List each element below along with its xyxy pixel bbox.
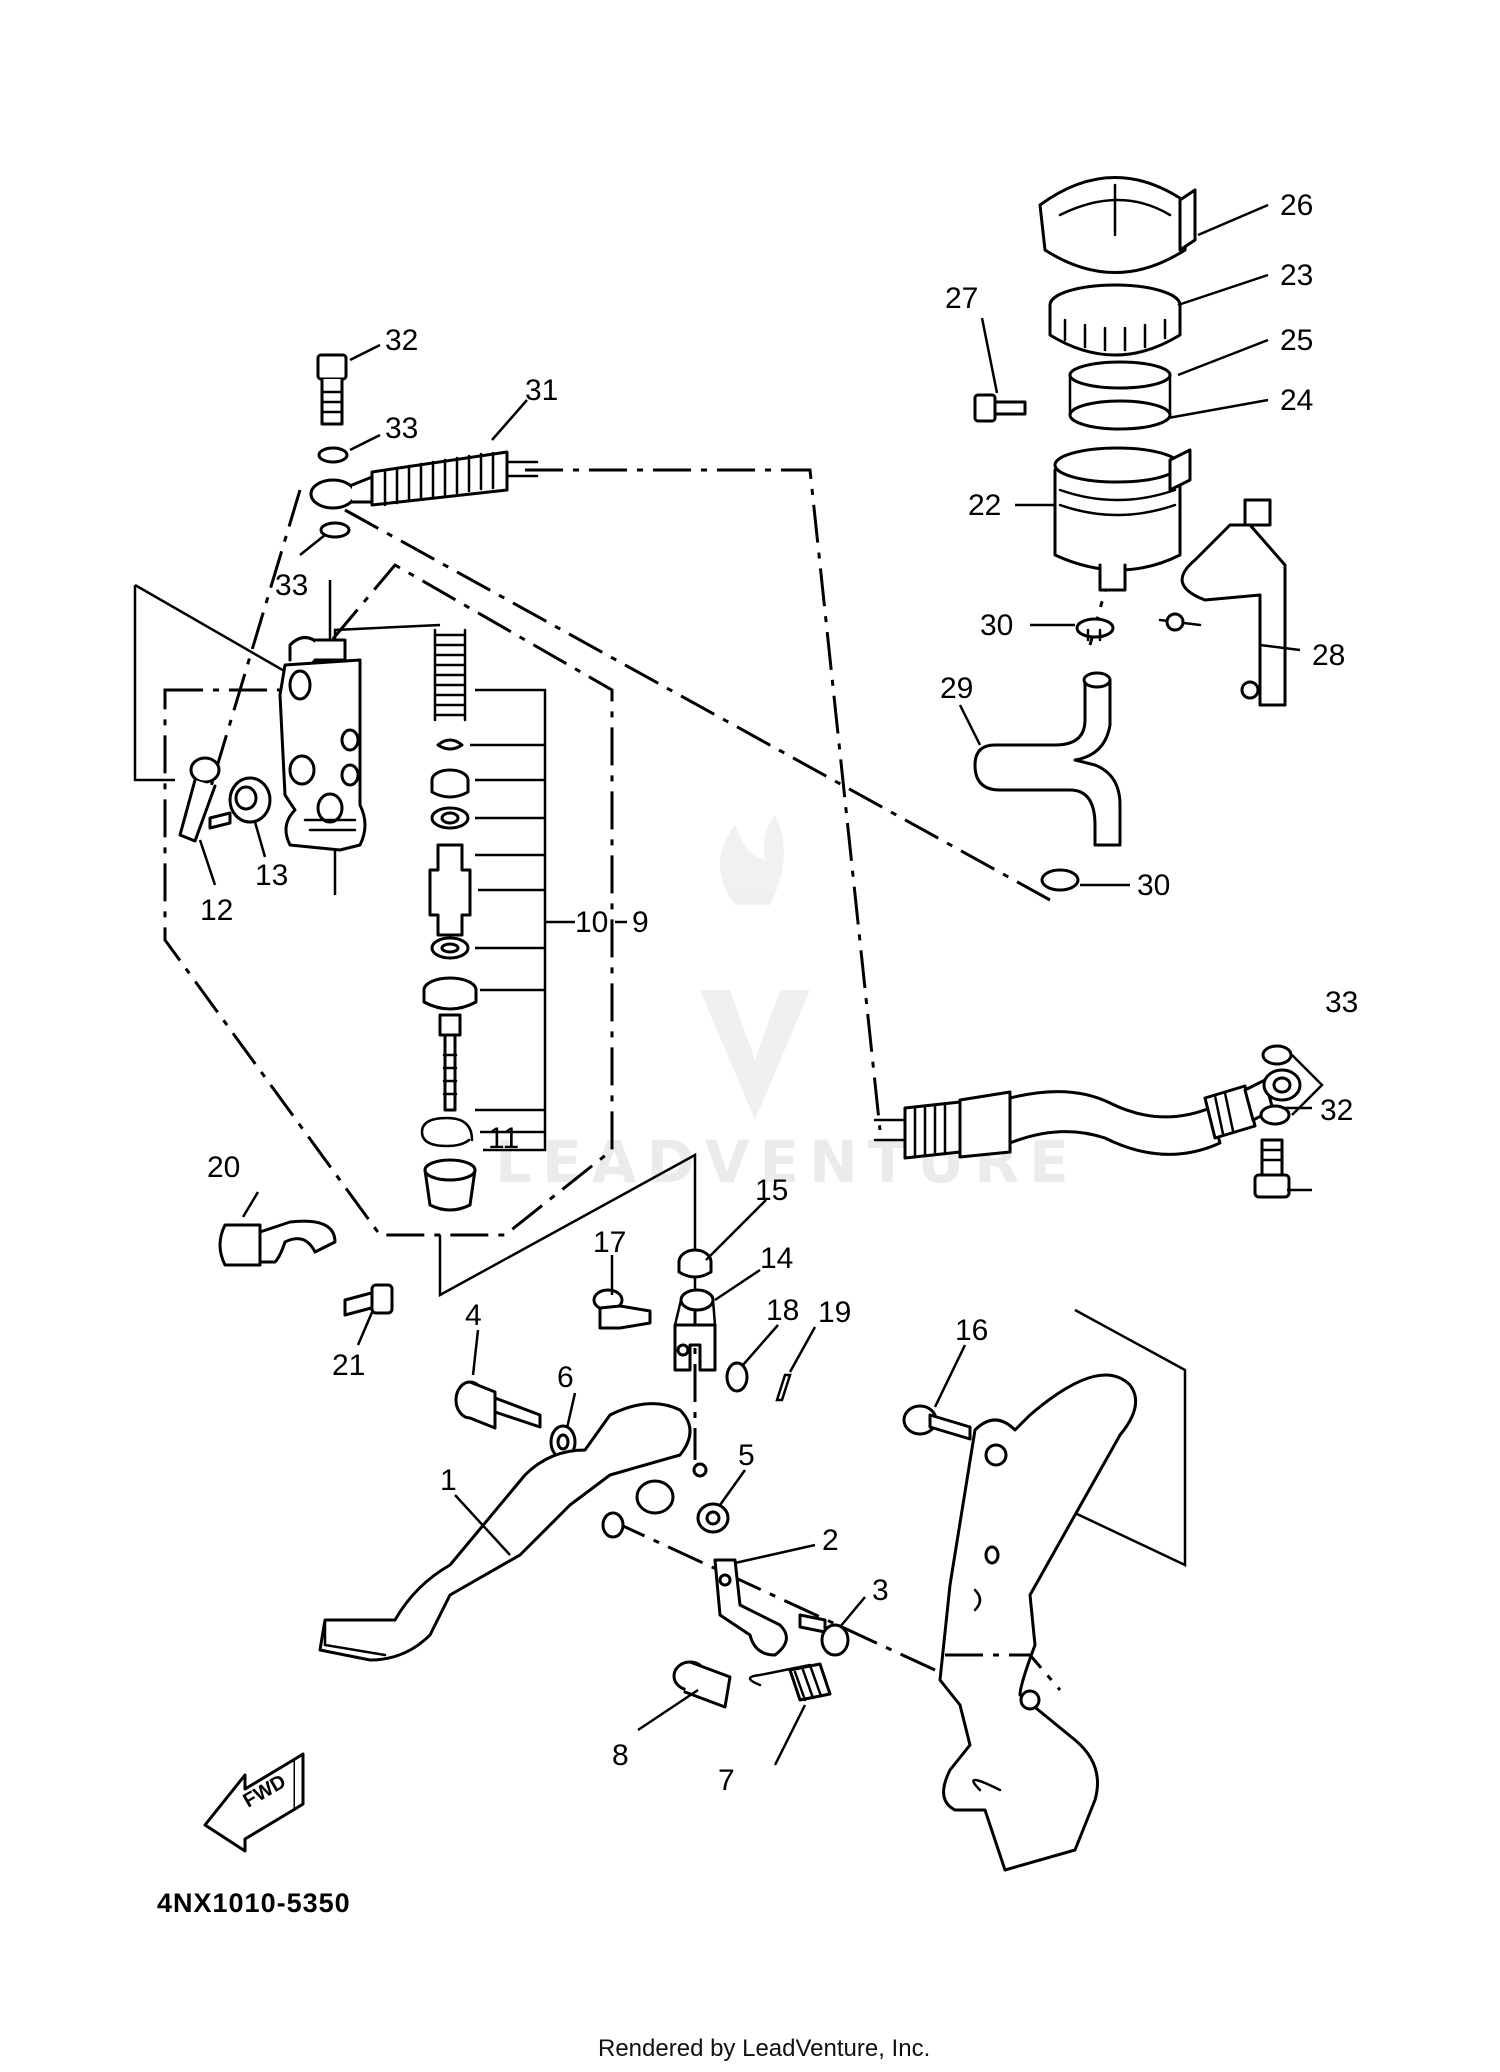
brake-hose-lower — [873, 1068, 1302, 1160]
cap-13 — [228, 776, 272, 824]
bolt-3 — [798, 1613, 850, 1657]
callout-13: 13 — [255, 859, 288, 892]
callout-31: 31 — [525, 374, 558, 407]
callout-29: 29 — [940, 672, 973, 705]
clevis-14 — [673, 1288, 717, 1372]
callout-32-lower: 32 — [1320, 1094, 1353, 1127]
callout-30-upper: 30 — [980, 609, 1013, 642]
callout-33-lower: 33 — [1325, 986, 1358, 1019]
callout-4: 4 — [465, 1299, 482, 1332]
master-cylinder-body — [278, 636, 367, 852]
callout-3: 3 — [872, 1574, 889, 1607]
callout-12: 12 — [200, 894, 233, 927]
banjo-bolt-upper — [316, 353, 348, 426]
callout-14: 14 — [760, 1242, 793, 1275]
callout-28: 28 — [1312, 639, 1345, 672]
return-spring-7 — [748, 1662, 832, 1702]
callout-leaders — [198, 203, 1312, 1766]
piston-kit — [420, 628, 478, 1212]
kit-10-leader — [470, 688, 627, 1152]
brake-hose-upper — [309, 450, 539, 510]
callout-17: 17 — [593, 1226, 626, 1259]
callout-8: 8 — [612, 1739, 629, 1772]
callout-7: 7 — [718, 1764, 735, 1797]
pivot-bolt-4 — [454, 1380, 542, 1430]
callout-30-lower: 30 — [1137, 869, 1170, 902]
hose-clamp-upper — [1075, 617, 1115, 642]
callout-5: 5 — [738, 1439, 755, 1472]
callout-25: 25 — [1280, 324, 1313, 357]
hose-clamp-lower — [1040, 868, 1080, 892]
callout-24: 24 — [1280, 384, 1313, 417]
footrest-bracket — [938, 1373, 1138, 1872]
callout-15: 15 — [755, 1174, 788, 1207]
callout-23: 23 — [1280, 259, 1313, 292]
reservoir-cap — [1038, 176, 1197, 274]
callout-18: 18 — [766, 1294, 799, 1327]
copper-washers-upper — [317, 446, 351, 539]
callout-22: 22 — [968, 489, 1001, 522]
collar-5 — [696, 1502, 730, 1534]
callout-10: 10 — [575, 906, 608, 939]
callout-20: 20 — [207, 1151, 240, 1184]
forward-direction-arrow: FWD — [203, 1752, 305, 1853]
hose-guide-20 — [218, 1219, 337, 1267]
callout-2: 2 — [822, 1524, 839, 1557]
callout-19: 19 — [818, 1296, 851, 1329]
brake-pedal — [318, 1402, 708, 1662]
pin-17 — [592, 1288, 652, 1330]
callout-21: 21 — [332, 1349, 365, 1382]
reservoir-hose — [973, 671, 1122, 847]
callout-33-mid: 33 — [275, 569, 308, 602]
callout-11: 11 — [488, 1122, 519, 1155]
screw-21 — [343, 1283, 394, 1317]
reservoir-diaphragm — [1068, 360, 1172, 431]
callout-1: 1 — [440, 1464, 457, 1497]
nut-15 — [677, 1248, 713, 1279]
washer-18 — [725, 1361, 749, 1393]
callout-32-upper: 32 — [385, 324, 418, 357]
callout-33-upper: 33 — [385, 412, 418, 445]
screw-27 — [973, 393, 1027, 423]
reservoir-body — [1053, 446, 1192, 592]
spring-hook-bracket-2 — [713, 1558, 788, 1657]
reservoir-joint-12 — [178, 756, 232, 843]
callout-labels: 26 23 27 25 24 22 30 28 29 30 32 31 33 3… — [200, 189, 1358, 1797]
diagram-code: 4NX1010-5350 — [157, 1888, 351, 1918]
copper-washers-lower — [1259, 1044, 1324, 1126]
banjo-bolt-lower — [1253, 1138, 1291, 1199]
callout-9: 9 — [632, 906, 649, 939]
callout-26: 26 — [1280, 189, 1313, 222]
cotter-pin-19 — [775, 1373, 792, 1402]
callout-16: 16 — [955, 1314, 988, 1347]
rendered-by-credit: Rendered by LeadVenture, Inc. — [598, 2035, 930, 2062]
reservoir-diaphragm-plate — [1048, 283, 1182, 357]
callout-6: 6 — [557, 1361, 574, 1394]
reservoir-bracket — [1158, 498, 1287, 707]
pin-8 — [672, 1660, 732, 1709]
callout-27: 27 — [945, 282, 978, 315]
bolt-16 — [902, 1404, 972, 1441]
